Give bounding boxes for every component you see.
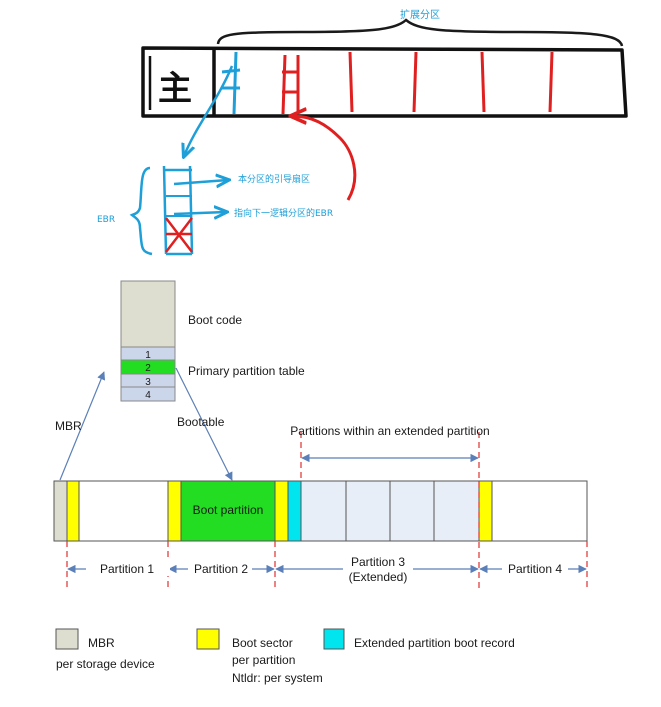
boot-sector-p3 bbox=[274, 480, 289, 542]
boot-sector-p4 bbox=[478, 480, 493, 542]
table-row-1-num: 1 bbox=[145, 350, 151, 361]
legend-boot-sector-label: Boot sector bbox=[232, 636, 293, 650]
boot-sector-note: 本分区的引导扇区 bbox=[238, 173, 310, 185]
partition-2-label-bg bbox=[188, 560, 252, 576]
boot-partition bbox=[180, 480, 276, 542]
table-row-4-num: 4 bbox=[145, 390, 151, 401]
boot-partition-label: Boot partition bbox=[193, 503, 264, 517]
legend-boot-sector-swatch bbox=[196, 628, 220, 650]
ebr-brace bbox=[129, 166, 153, 256]
partition-1-label: Partition 1 bbox=[100, 562, 154, 576]
sketch-logical-mark-4 bbox=[480, 51, 486, 113]
partition-3-label-bg bbox=[343, 556, 413, 584]
partition-2-label: Partition 2 bbox=[194, 562, 248, 576]
boot-sector-arrow bbox=[173, 180, 228, 184]
logical-partition-4 bbox=[433, 480, 480, 542]
partition-3-label: Partition 3 bbox=[351, 555, 405, 569]
partition-3-sub-label: (Extended) bbox=[349, 570, 408, 584]
partition-table-label: Primary partition table bbox=[188, 364, 305, 378]
mbr-detail: 1 2 3 4 Boot code Primary partition tabl… bbox=[55, 280, 305, 481]
boot-sector-p2 bbox=[167, 480, 182, 542]
sketch-logical-mark-3 bbox=[412, 51, 418, 113]
primary-char: 主 bbox=[158, 69, 192, 109]
legend-mbr-sub: per storage device bbox=[56, 657, 155, 671]
mbr-segment bbox=[53, 480, 68, 542]
logical-partition-3 bbox=[389, 480, 435, 542]
mbr-arrow bbox=[59, 371, 106, 481]
ebr-crossed-cell bbox=[165, 217, 193, 253]
zoom-arrow bbox=[184, 65, 234, 156]
partition-4-label-bg bbox=[502, 560, 568, 576]
disk-strip-outline bbox=[141, 46, 628, 118]
partition-1-label-bg bbox=[86, 560, 170, 576]
mbr-arrow-label: MBR bbox=[55, 419, 82, 433]
table-row-3-num: 3 bbox=[145, 377, 151, 388]
legend-ebr-swatch bbox=[323, 628, 345, 650]
logical-partition-1 bbox=[300, 480, 347, 542]
logical-partition-2 bbox=[345, 480, 391, 542]
hand-sketch: 扩展分区 主 本分区的引导扇区 指向下一逻辑分区的EBR EBR bbox=[97, 8, 628, 256]
next-ebr-arrow bbox=[173, 212, 226, 214]
within-extended-label: Partitions within an extended partition bbox=[290, 424, 489, 438]
table-row-2-num: 2 bbox=[145, 363, 151, 374]
logical-pointer-arrow bbox=[292, 116, 357, 201]
ebr-label: EBR bbox=[97, 215, 115, 225]
legend-ntldr-sub: Ntldr: per system bbox=[232, 671, 323, 685]
extended-partition-label: 扩展分区 bbox=[400, 8, 440, 21]
sketch-logical-mark-2 bbox=[348, 51, 354, 113]
legend-mbr-label: MBR bbox=[88, 636, 115, 650]
next-ebr-note: 指向下一逻辑分区的EBR bbox=[234, 207, 333, 219]
sketch-logical-mark-1 bbox=[281, 54, 300, 115]
extended-brace bbox=[216, 18, 624, 47]
partition-4-label: Partition 4 bbox=[508, 562, 562, 576]
sketch-logical-mark-5 bbox=[548, 51, 554, 113]
disk-layout: Boot partition Partitions within an exte… bbox=[53, 424, 588, 590]
boot-code-label: Boot code bbox=[188, 313, 242, 327]
boot-code-block bbox=[120, 280, 176, 348]
legend: MBR per storage device Boot sector per p… bbox=[55, 628, 515, 685]
legend-mbr-swatch bbox=[55, 628, 79, 650]
bootable-arrow bbox=[175, 367, 233, 481]
boot-sector-p1 bbox=[66, 480, 80, 542]
table-row-4 bbox=[120, 386, 176, 402]
ebr-dividers bbox=[166, 195, 192, 217]
extended-boot-record bbox=[287, 480, 302, 542]
legend-ebr-label: Extended partition boot record bbox=[354, 636, 515, 650]
legend-boot-sector-sub: per partition bbox=[232, 653, 295, 667]
bootable-label: Bootable bbox=[177, 415, 225, 429]
ebr-box bbox=[162, 165, 194, 256]
